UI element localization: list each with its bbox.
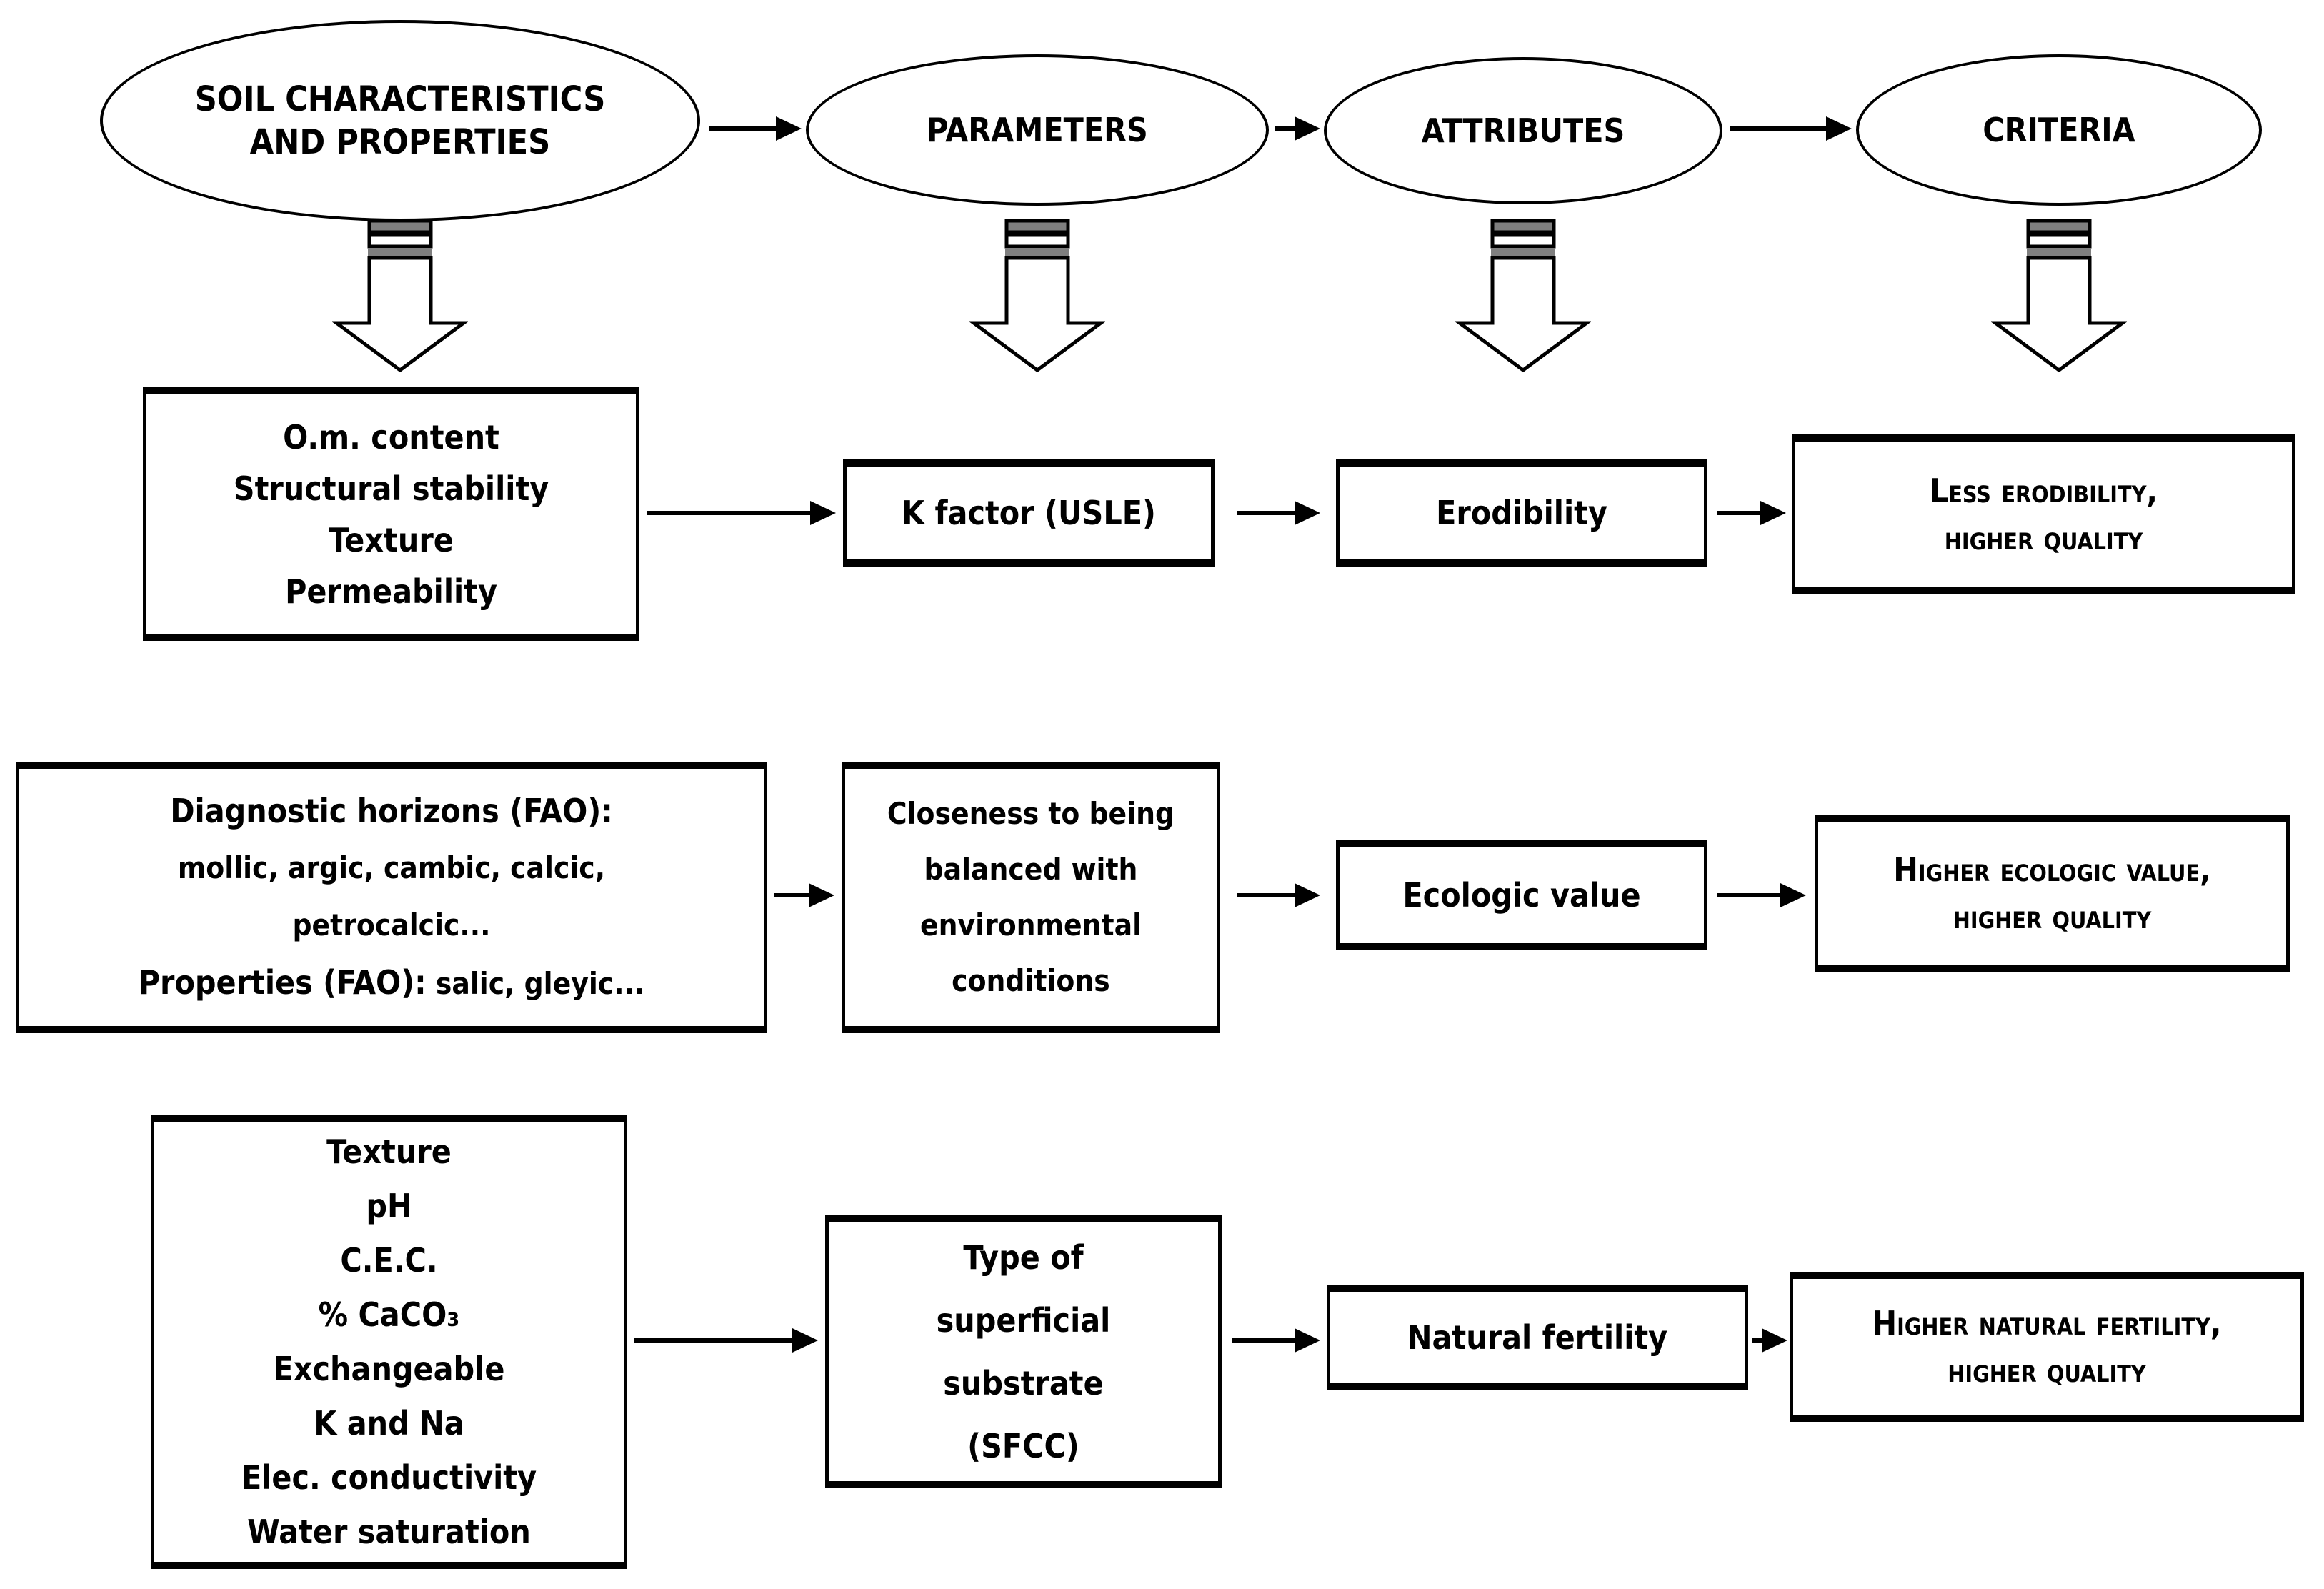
parameter-box-text: Closeness to being balanced with environ… xyxy=(887,796,1175,998)
criterion-box-erodibility: Less erodibility, higher quality xyxy=(1792,434,2295,594)
attribute-box-text: Natural fertility xyxy=(1407,1318,1668,1357)
parameter-box-superficial-substrate: Type of superficial substrate (SFCC) xyxy=(825,1215,1222,1488)
criterion-line-1: Less erodibility, xyxy=(1929,472,2158,510)
criterion-line-2: higher quality xyxy=(1944,519,2143,557)
criterion-line-2: higher quality xyxy=(1953,897,2152,936)
parameter-box-closeness-balance: Closeness to being balanced with environ… xyxy=(842,762,1220,1033)
parameter-box-text: Type of superficial substrate (SFCC) xyxy=(936,1237,1111,1465)
criterion-line-1: Higher natural fertility, xyxy=(1872,1304,2222,1343)
source-box-text: O.m. content Structural stability Textur… xyxy=(233,417,549,611)
criterion-box-natural-fertility: Higher natural fertility, higher quality xyxy=(1790,1272,2304,1422)
source-box-natural-fertility: Texture pH C.E.C. % CaCO₃ Exchangeable K… xyxy=(151,1115,627,1569)
block-down-arrow-icon xyxy=(969,219,1105,373)
attribute-box-erodibility: Erodibility xyxy=(1336,459,1707,567)
source-box-heading: Diagnostic horizons (FAO): xyxy=(170,792,613,830)
source-box-ecologic-value: Diagnostic horizons (FAO): mollic, argic… xyxy=(16,762,767,1033)
criterion-line-1: Higher ecologic value, xyxy=(1893,850,2211,889)
parameter-box-k-factor: K factor (USLE) xyxy=(843,459,1215,567)
stage-ellipse-soil-characteristics: SOIL CHARACTERISTICS AND PROPERTIES xyxy=(100,20,700,221)
source-box-items-line: petrocalcic... xyxy=(292,907,491,942)
parameter-box-text: K factor (USLE) xyxy=(902,494,1156,532)
stage-ellipse-label: SOIL CHARACTERISTICS AND PROPERTIES xyxy=(194,79,606,162)
block-down-arrow-icon xyxy=(1991,219,2127,373)
stage-ellipse-label: PARAMETERS xyxy=(927,111,1148,149)
attribute-box-text: Erodibility xyxy=(1436,494,1607,532)
stage-ellipse-attributes: ATTRIBUTES xyxy=(1324,57,1722,204)
stage-ellipse-label: CRITERIA xyxy=(1983,111,2135,149)
block-down-arrow-icon xyxy=(332,219,468,373)
criterion-box-ecologic-value: Higher ecologic value, higher quality xyxy=(1815,815,2290,972)
attribute-box-text: Ecologic value xyxy=(1402,876,1641,915)
block-down-arrow-icon xyxy=(1455,219,1591,373)
source-box-text: Texture pH C.E.C. % CaCO₃ Exchangeable K… xyxy=(241,1132,537,1551)
source-box-erodibility: O.m. content Structural stability Textur… xyxy=(143,387,639,641)
source-box-items-line: mollic, argic, cambic, calcic, xyxy=(177,850,606,885)
source-box-properties-items: salic, gleyic... xyxy=(426,966,645,1001)
stage-ellipse-label: ATTRIBUTES xyxy=(1421,111,1625,150)
attribute-box-ecologic-value: Ecologic value xyxy=(1336,840,1707,950)
stage-ellipse-parameters: PARAMETERS xyxy=(806,54,1269,206)
criterion-line-2: higher quality xyxy=(1948,1351,2146,1390)
source-box-properties-label: Properties (FAO): xyxy=(138,963,427,1002)
attribute-box-natural-fertility: Natural fertility xyxy=(1327,1285,1748,1390)
stage-ellipse-criteria: CRITERIA xyxy=(1856,54,2262,206)
